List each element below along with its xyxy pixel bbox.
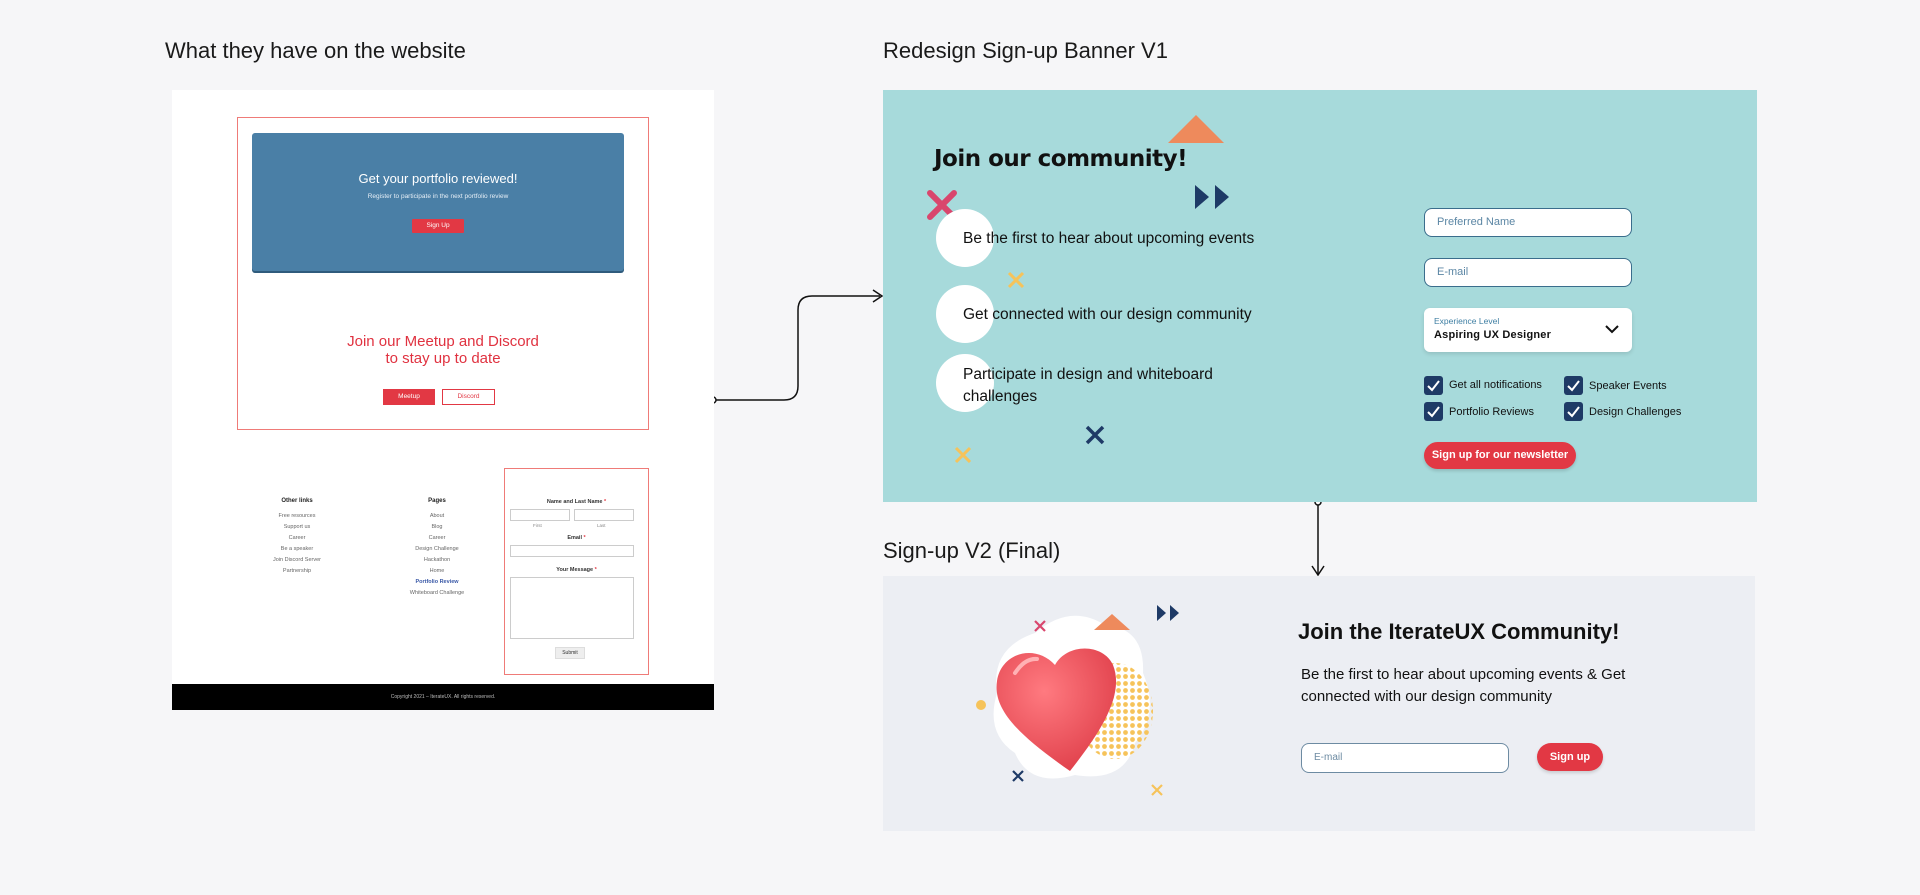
pages-heading: Pages (428, 498, 446, 504)
cross-shape-yellow (1007, 271, 1025, 289)
footer-link[interactable]: Support us (283, 524, 311, 530)
bullet-text: Get connected with our design community (963, 306, 1252, 323)
hero-highlight-frame (237, 117, 649, 430)
heart-icon (996, 648, 1117, 771)
meetup-title-line1: Join our Meetup and Discord (347, 333, 539, 350)
footer-link[interactable]: Partnership (282, 568, 312, 574)
message-label: Your Message * (556, 567, 597, 573)
v2-title: Join the IterateUX Community! (1298, 619, 1620, 644)
page-link[interactable]: Home (429, 568, 445, 574)
section-title-v2: Sign-up V2 (Final) (883, 538, 1061, 563)
checkbox-all-notifications[interactable] (1424, 376, 1443, 395)
email-input[interactable]: E-mail (1424, 258, 1632, 287)
bullet-text: Participate in design and whiteboard cha… (963, 366, 1213, 405)
footer-other-links: Other links Free resources Support us Ca… (247, 496, 347, 577)
first-caption: First (533, 523, 542, 528)
triangle-shape (1094, 614, 1130, 630)
bullet-circle (936, 285, 994, 343)
checkmark-icon (1427, 406, 1440, 418)
checkbox-design-challenges[interactable] (1564, 402, 1583, 421)
site-footer: Copyright 2021 – IterateUX. All rights r… (172, 684, 714, 710)
select-label: Experience Level (1434, 316, 1500, 326)
checkbox-label: Speaker Events (1589, 380, 1667, 392)
heart-illustration (993, 615, 1153, 779)
email-label: Email * (567, 535, 586, 541)
checkmark-icon (1567, 406, 1580, 418)
arrowhead-down-icon (1311, 565, 1325, 577)
last-caption: Last (597, 523, 606, 528)
cross-shape-navy (1012, 770, 1024, 782)
meetup-title: Join our Meetup and Discord to stay up t… (237, 333, 649, 367)
page-link[interactable]: Design Challenge (415, 546, 459, 552)
checkmark-icon (1567, 380, 1580, 392)
page-link-active[interactable]: Portfolio Review (415, 579, 459, 585)
contact-form-frame: Name and Last Name * First Last Email * … (504, 468, 649, 675)
message-textarea[interactable] (510, 577, 634, 639)
cross-shape-yellow (1151, 784, 1163, 796)
footer-link[interactable]: Career (288, 535, 306, 541)
checkmark-icon (1427, 380, 1440, 392)
email-input[interactable] (510, 545, 634, 557)
hero-subtitle: Register to participate in the next port… (367, 193, 509, 200)
meetup-title-line2: to stay up to date (385, 350, 501, 367)
bullet-text: Be the first to hear about upcoming even… (963, 230, 1255, 247)
footer-pages: Pages About Blog Career Design Challenge… (387, 496, 487, 599)
website-mockup: Get your portfolio reviewed! Register to… (172, 90, 714, 710)
first-name-input[interactable] (510, 509, 570, 521)
dot-shape (976, 700, 986, 710)
other-links-heading: Other links (281, 498, 313, 504)
signup-banner-v2: Join the IterateUX Community! Be the fir… (883, 576, 1755, 831)
last-name-input[interactable] (574, 509, 634, 521)
email-input[interactable]: E-mail (1301, 743, 1509, 773)
triangle-shape (1168, 115, 1224, 143)
footer-link[interactable]: Join Discord Server (273, 557, 321, 563)
portfolio-hero-banner: Get your portfolio reviewed! Register to… (252, 133, 624, 271)
cross-shape-pink (1034, 620, 1046, 632)
section-title-website: What they have on the website (165, 38, 466, 63)
hero-signup-button[interactable]: Sign Up (412, 219, 464, 233)
checkbox-label: Portfolio Reviews (1449, 406, 1534, 418)
bullet-circle (936, 354, 994, 412)
page-link[interactable]: Whiteboard Challenge (409, 590, 465, 596)
section-title-v1: Redesign Sign-up Banner V1 (883, 38, 1168, 63)
bullet-circle (936, 209, 994, 267)
double-play-icon (1157, 605, 1179, 621)
signup-button[interactable]: Sign up (1537, 743, 1603, 771)
name-label: Name and Last Name * (546, 499, 607, 505)
select-value: Aspiring UX Designer (1434, 329, 1552, 341)
chevron-down-icon (1605, 325, 1619, 334)
checkbox-portfolio-reviews[interactable] (1424, 402, 1443, 421)
double-play-icon (1195, 185, 1229, 209)
connector-website-to-v1 (716, 295, 880, 401)
cross-shape-navy (1085, 425, 1105, 445)
arrowhead-right-icon (872, 289, 884, 303)
checkbox-label: Design Challenges (1589, 406, 1682, 418)
preferred-name-input[interactable]: Preferred Name (1424, 208, 1632, 237)
signup-banner-v1: Join our community! Be the first to hear… (883, 90, 1757, 502)
checkbox-speaker-events[interactable] (1564, 376, 1583, 395)
page-link[interactable]: Hackathon (423, 557, 451, 563)
experience-level-select[interactable]: Experience Level Aspiring UX Designer (1424, 308, 1632, 352)
page-link[interactable]: Career (428, 535, 446, 541)
v2-description: Be the first to hear about upcoming even… (1301, 666, 1626, 705)
page-link[interactable]: About (429, 513, 445, 519)
page-link[interactable]: Blog (431, 524, 443, 530)
footer-link[interactable]: Be a speaker (280, 546, 314, 552)
discord-button[interactable]: Discord (442, 389, 495, 405)
footer-link[interactable]: Free resources (278, 513, 316, 519)
cross-shape-yellow (954, 446, 972, 464)
submit-button[interactable]: Submit (555, 647, 585, 659)
newsletter-signup-button[interactable]: Sign up for our newsletter (1424, 442, 1576, 469)
checkbox-label: Get all notifications (1449, 379, 1542, 391)
meetup-button[interactable]: Meetup (383, 389, 435, 405)
v1-title: Join our community! (934, 146, 1188, 172)
hero-title: Get your portfolio reviewed! (358, 171, 518, 186)
